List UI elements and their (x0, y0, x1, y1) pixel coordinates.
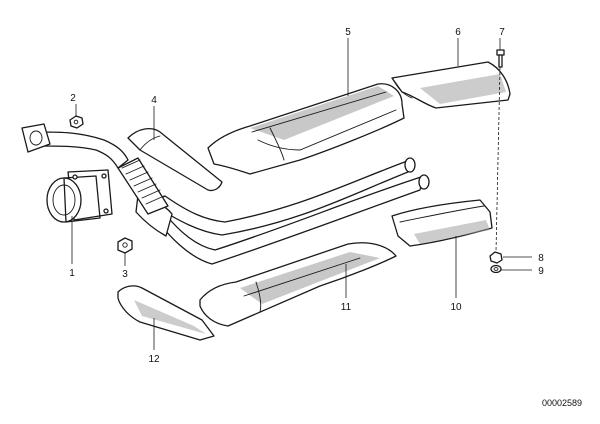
clamp-nut-hole (122, 242, 128, 248)
heat-shield-front-shade (134, 300, 206, 334)
callout-6: 6 (455, 27, 461, 38)
callout-9: 9 (538, 266, 544, 277)
heat-shield-end-fold (391, 77, 413, 99)
callout-10: 10 (450, 302, 462, 313)
callout-3: 3 (122, 269, 128, 280)
heat-shield-upper-ridge (269, 127, 285, 161)
callout-labels: 1 2 3 4 5 6 7 8 9 10 11 12 (69, 27, 544, 365)
front-flange-neck (63, 175, 101, 223)
part-3-nut[interactable] (117, 237, 133, 254)
callout-7: 7 (499, 27, 505, 38)
flange-bolt-hole (72, 174, 78, 180)
document-number: 00002589 (542, 398, 582, 408)
heat-shield-small-body (127, 127, 223, 192)
flange-bolt-hole (101, 173, 107, 179)
part-6-heat-shield[interactable] (391, 61, 511, 109)
leader-lines (71, 38, 532, 350)
part-5-heat-shield[interactable] (207, 83, 405, 175)
heat-shield-upper-rib (251, 91, 397, 151)
part-2-nut[interactable] (69, 115, 84, 129)
lower-pipe-outlet (418, 174, 430, 190)
clamp-nut-icon (117, 237, 133, 254)
heat-shield-lower-rib (243, 257, 361, 313)
heat-shield-upper-shade (250, 86, 394, 140)
upper-small-flange-hole (29, 130, 43, 146)
hex-nut-icon (489, 251, 503, 264)
part-8-nut[interactable] (489, 251, 503, 264)
heat-shield-small-fold (139, 135, 161, 151)
part-1-exhaust-pipe[interactable] (21, 123, 430, 265)
upper-bend-pipe (39, 131, 129, 169)
callout-2: 2 (70, 93, 76, 104)
washer-hole (493, 267, 499, 271)
bolt-head-icon (496, 49, 505, 56)
callout-8: 8 (538, 253, 544, 264)
callout-1: 1 (69, 268, 75, 279)
part-7-bolt[interactable] (496, 49, 505, 68)
callout-12: 12 (148, 354, 160, 365)
part-10-heat-shield[interactable] (391, 199, 493, 247)
part-11-heat-shield[interactable] (199, 242, 397, 327)
heat-shield-lower-shade (240, 252, 380, 304)
bellows-ribs (121, 159, 165, 205)
part-4-heat-shield[interactable] (127, 127, 223, 192)
callout-4: 4 (151, 95, 157, 106)
nut-icon (69, 115, 84, 129)
leader-7-down (495, 66, 501, 253)
bolt-shank-icon (498, 54, 503, 68)
heat-shield-rear-fold (399, 205, 485, 223)
washer-icon (490, 264, 502, 274)
heat-shield-end-shade (420, 74, 506, 104)
nut-hole (73, 119, 79, 125)
upper-small-flange (21, 123, 51, 153)
callout-11: 11 (341, 302, 352, 313)
part-12-heat-shield[interactable] (117, 285, 215, 341)
heat-shield-rear-shade (414, 220, 490, 244)
callout-5: 5 (345, 27, 351, 38)
upper-pipe-outlet (404, 157, 416, 173)
flange-bolt-hole (103, 208, 109, 214)
part-9-washer[interactable] (490, 264, 502, 274)
